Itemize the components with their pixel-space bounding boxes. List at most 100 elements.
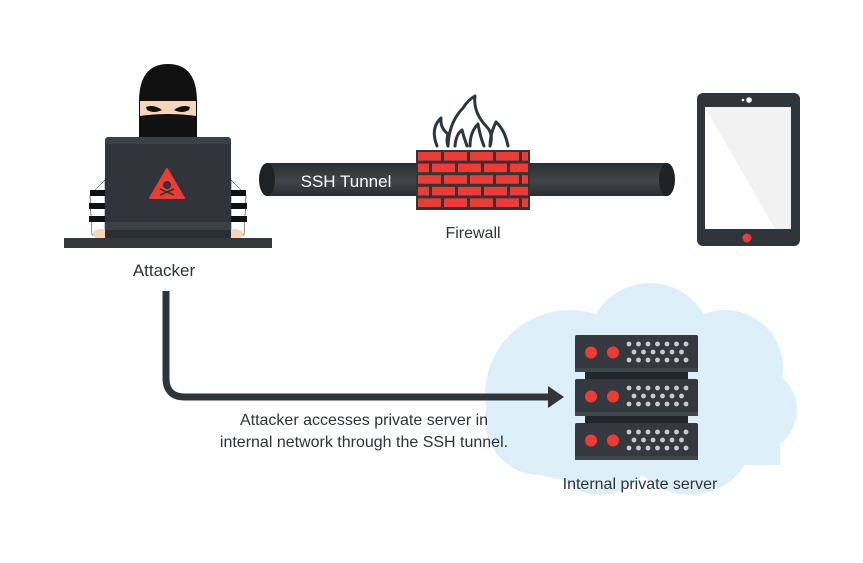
brick: [496, 198, 519, 207]
status-led: [585, 434, 597, 447]
vent-hole: [674, 357, 679, 363]
tunnel-right-opening: [659, 163, 675, 196]
vent-hole: [674, 429, 679, 435]
server-rack-icon: [575, 335, 698, 460]
edge-caption-line2: internal network through the SSH tunnel.: [220, 434, 508, 451]
striped-sleeves: [89, 179, 247, 236]
vent-hole: [636, 357, 641, 363]
server-node: Internal private server: [563, 335, 718, 493]
status-led: [607, 346, 619, 359]
brick: [510, 186, 528, 196]
vent-hole: [645, 341, 651, 347]
vent-hole: [660, 437, 665, 443]
arrow-head: [548, 386, 564, 408]
vent-hole: [674, 385, 679, 391]
vent-hole: [683, 357, 689, 363]
brick: [510, 163, 528, 173]
brick: [418, 163, 429, 173]
vent-hole: [626, 385, 632, 391]
vent-hole: [655, 401, 660, 407]
masked-head: [139, 64, 197, 140]
firewall-icon: [416, 94, 530, 210]
brick: [444, 152, 467, 161]
vent-hole: [645, 429, 651, 435]
vent-hole: [641, 349, 646, 355]
vent-hole: [683, 341, 689, 347]
tunnel-label: SSH Tunnel: [301, 172, 392, 191]
vent-hole: [664, 401, 670, 407]
skull-warning-icon: [149, 168, 185, 199]
vent-hole: [655, 357, 660, 363]
vent-hole: [674, 341, 679, 347]
status-led: [585, 390, 597, 403]
brick: [484, 186, 507, 196]
vent-hole: [679, 393, 684, 399]
vent-hole: [631, 393, 637, 399]
vent-hole: [655, 385, 660, 391]
ssh-tunnel: SSH Tunnel: [259, 163, 675, 196]
vent-hole: [641, 437, 646, 443]
vent-hole: [636, 445, 641, 451]
vent-hole: [645, 445, 651, 451]
vent-hole: [636, 385, 641, 391]
brick: [432, 186, 455, 196]
edge-caption-line1: Attacker accesses private server in: [240, 412, 488, 429]
tablet-home-button: [742, 233, 752, 243]
brick: [444, 198, 467, 207]
vent-hole: [650, 393, 656, 399]
access-arrow: [162, 291, 564, 408]
brick: [418, 175, 441, 184]
vent-hole: [674, 445, 679, 451]
vent-hole: [660, 393, 665, 399]
server-unit: [575, 416, 698, 460]
vent-hole: [655, 429, 660, 435]
tablet-camera: [746, 97, 752, 103]
brick: [432, 163, 455, 173]
tablet-icon: [697, 93, 800, 246]
vent-hole: [626, 357, 632, 363]
vent-hole: [641, 393, 646, 399]
vent-hole: [636, 401, 641, 407]
vent-hole: [683, 445, 689, 451]
brick: [470, 152, 493, 161]
vent-hole: [655, 341, 660, 347]
brick: [418, 186, 429, 196]
brick: [470, 175, 493, 184]
attacker-node: Attacker: [64, 64, 272, 280]
vent-hole: [631, 349, 637, 355]
vent-hole: [664, 341, 670, 347]
vent-hole: [626, 341, 632, 347]
status-led: [607, 434, 619, 447]
desk: [64, 238, 272, 248]
brick: [484, 163, 507, 173]
vent-hole: [660, 349, 665, 355]
vent-hole: [664, 385, 670, 391]
server-unit: [575, 372, 698, 416]
server-label: Internal private server: [563, 476, 718, 493]
vent-hole: [626, 429, 632, 435]
firewall-label: Firewall: [445, 225, 500, 242]
status-led: [607, 390, 619, 403]
brick: [470, 198, 493, 207]
brick: [496, 152, 519, 161]
vent-hole: [664, 445, 670, 451]
vent-hole: [683, 429, 689, 435]
brick: [522, 175, 528, 184]
brick: [496, 175, 519, 184]
vent-hole: [679, 349, 684, 355]
vent-hole: [664, 357, 670, 363]
brick: [458, 186, 481, 196]
vent-hole: [669, 393, 675, 399]
brick: [418, 152, 441, 161]
flame-icon: [432, 94, 510, 148]
brick: [458, 163, 481, 173]
brick: [522, 152, 528, 161]
vent-hole: [636, 341, 641, 347]
vent-hole: [674, 401, 679, 407]
bricks: [418, 152, 528, 207]
brick: [444, 175, 467, 184]
vent-hole: [636, 429, 641, 435]
vent-hole: [650, 437, 656, 443]
server-unit: [575, 335, 698, 372]
